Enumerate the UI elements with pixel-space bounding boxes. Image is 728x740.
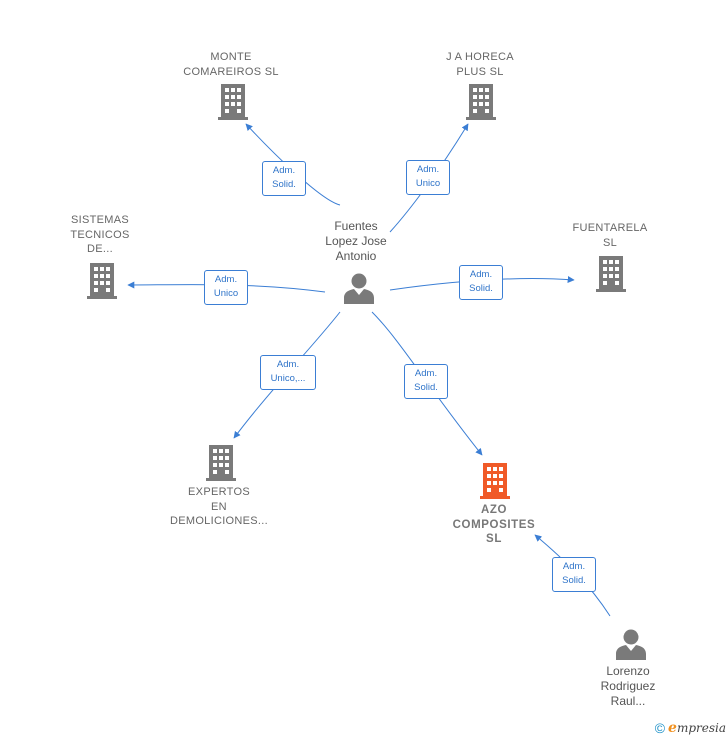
node-label-line: COMPOSITES bbox=[452, 518, 536, 531]
footer-brand[interactable]: ©empresia bbox=[655, 720, 726, 736]
node-label-line: Antonio bbox=[335, 249, 377, 263]
node-label-line: TECNICOS bbox=[70, 228, 130, 241]
focus-building-icon[interactable] bbox=[479, 463, 511, 499]
node-label-line: EXPERTOS bbox=[188, 486, 250, 498]
edge-label-line: Unico,... bbox=[270, 373, 306, 384]
node-label-line: DEMOLICIONES... bbox=[169, 515, 269, 527]
node-label-line: FUENTARELA bbox=[572, 222, 648, 234]
node-label-azo[interactable]: AZO COMPOSITES SL bbox=[444, 503, 544, 547]
node-label-line: SL bbox=[486, 533, 502, 545]
edge-label-fuentarela[interactable]: Adm. Solid. bbox=[459, 265, 503, 300]
node-label-line: Raul... bbox=[610, 694, 646, 708]
node-label-line: COMAREIROS SL bbox=[183, 65, 279, 78]
node-label-fuentes[interactable]: Fuentes Lopez Jose Antonio bbox=[306, 219, 406, 264]
edge-label-line: Adm. bbox=[414, 368, 438, 379]
edge-label-line: Solid. bbox=[414, 382, 438, 393]
edge-label-expertos[interactable]: Adm. Unico,... bbox=[260, 355, 316, 390]
edge-label-horeca[interactable]: Adm. Unico bbox=[406, 160, 450, 195]
edge-label-line: Unico bbox=[415, 178, 441, 189]
edge-label-line: Adm. bbox=[272, 165, 296, 176]
edge-label-line: Solid. bbox=[272, 179, 296, 190]
node-label-line: MONTE bbox=[210, 51, 252, 63]
brand-logo-initial: e bbox=[668, 720, 677, 736]
node-label-line: PLUS SL bbox=[456, 65, 504, 78]
node-label-line: Lorenzo bbox=[606, 664, 650, 678]
edge-label-line: Adm. bbox=[469, 269, 493, 280]
building-icon[interactable] bbox=[86, 263, 118, 299]
edge-label-line: Adm. bbox=[214, 274, 238, 285]
node-label-line: EN bbox=[211, 500, 227, 513]
copyright-icon: © bbox=[654, 720, 666, 736]
node-label-expertos[interactable]: EXPERTOS EN DEMOLICIONES... bbox=[154, 485, 284, 529]
building-icon[interactable] bbox=[217, 84, 249, 120]
building-icon[interactable] bbox=[595, 256, 627, 292]
node-label-line: Rodriguez bbox=[600, 679, 656, 693]
node-label-sistemas[interactable]: SISTEMAS TECNICOS DE... bbox=[50, 213, 150, 257]
building-icon[interactable] bbox=[205, 445, 237, 481]
node-label-lorenzo[interactable]: Lorenzo Rodriguez Raul... bbox=[578, 664, 678, 709]
edge-label-azo[interactable]: Adm. Solid. bbox=[404, 364, 448, 399]
brand-logo: empresia bbox=[668, 720, 726, 736]
node-label-line: Fuentes bbox=[334, 219, 378, 233]
edge-label-lorenzo[interactable]: Adm. Solid. bbox=[552, 557, 596, 592]
node-label-line: SL bbox=[602, 236, 618, 249]
edge-label-sistemas[interactable]: Adm. Unico bbox=[204, 270, 248, 305]
node-label-line: DE... bbox=[87, 243, 113, 255]
building-icon[interactable] bbox=[465, 84, 497, 120]
edge-label-monte[interactable]: Adm. Solid. bbox=[262, 161, 306, 196]
node-label-monte[interactable]: MONTE COMAREIROS SL bbox=[171, 50, 291, 79]
edge-label-line: Solid. bbox=[562, 575, 586, 586]
brand-logo-text: mpresia bbox=[676, 721, 726, 735]
edge-label-line: Adm. bbox=[562, 561, 586, 572]
node-label-line: Lopez Jose bbox=[325, 234, 387, 248]
person-icon[interactable] bbox=[343, 272, 375, 304]
edge-label-line: Adm. bbox=[276, 359, 300, 370]
node-label-horeca[interactable]: J A HORECA PLUS SL bbox=[420, 50, 540, 79]
person-icon[interactable] bbox=[615, 628, 647, 660]
edge-label-line: Adm. bbox=[416, 164, 440, 175]
edge-label-line: Unico bbox=[213, 288, 239, 299]
node-label-line: J A HORECA bbox=[446, 51, 514, 63]
edge-label-line: Solid. bbox=[469, 283, 493, 294]
node-label-fuentarela[interactable]: FUENTARELA SL bbox=[560, 221, 660, 250]
node-label-line: AZO bbox=[480, 504, 508, 516]
node-label-line: SISTEMAS bbox=[70, 214, 130, 226]
